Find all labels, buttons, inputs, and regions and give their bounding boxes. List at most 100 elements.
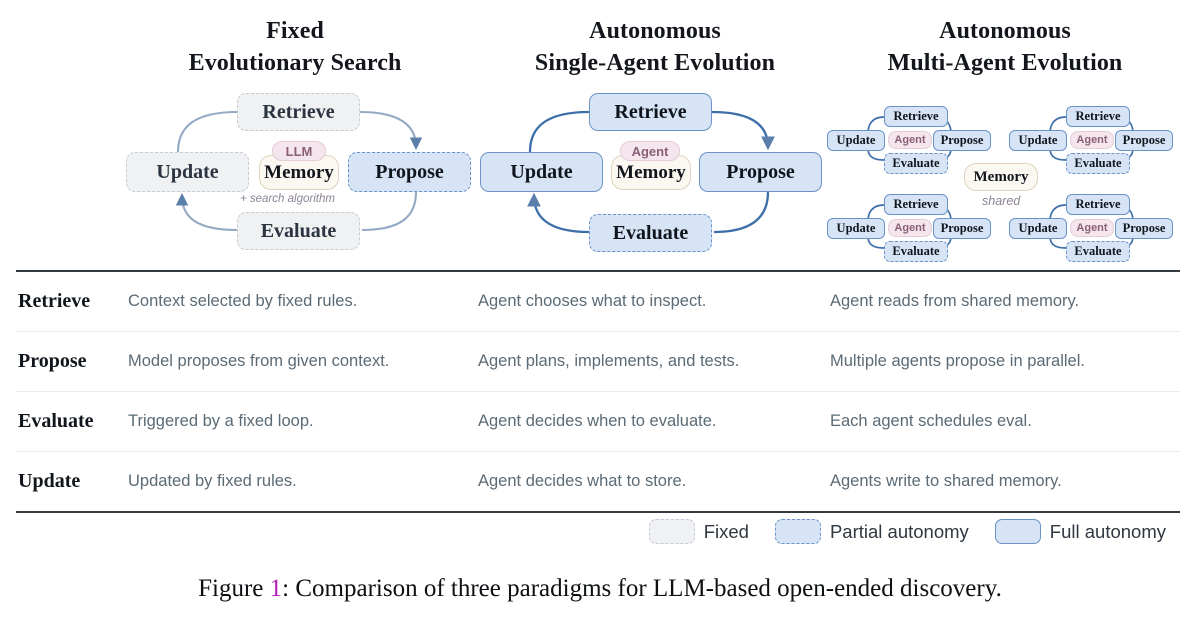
table-row-divider bbox=[16, 391, 1180, 393]
node-multi-c-propose-label: Propose bbox=[940, 221, 984, 235]
cell-update-fixed: Updated by fixed rules. bbox=[128, 472, 297, 491]
node-multi-a-evaluate[interactable]: Evaluate bbox=[884, 153, 948, 174]
cell-evaluate-single: Agent decides when to evaluate. bbox=[478, 412, 717, 431]
node-multi-d-update[interactable]: Update bbox=[1009, 218, 1067, 239]
cell-evaluate-multi: Each agent schedules eval. bbox=[830, 412, 1032, 431]
legend: Fixed Partial autonomy Full autonomy bbox=[0, 519, 1180, 544]
node-multi-b-propose[interactable]: Propose bbox=[1115, 130, 1173, 151]
panel-title-fixed-line1: Fixed bbox=[266, 18, 324, 44]
agent-badge-multi-c[interactable]: Agent bbox=[888, 219, 932, 237]
table-row-divider bbox=[16, 331, 1180, 333]
panel-title-multi-agent: Autonomous Multi-Agent Evolution bbox=[840, 16, 1170, 79]
llm-badge-fixed-label: LLM bbox=[285, 143, 313, 159]
diagram-area: Retrieve Update Propose Evaluate Memory … bbox=[0, 0, 1200, 268]
table-row: Propose Model proposes from given contex… bbox=[16, 332, 1180, 391]
agent-badge-multi-d[interactable]: Agent bbox=[1070, 219, 1114, 237]
node-multi-a-propose-label: Propose bbox=[940, 133, 984, 147]
node-fixed-retrieve[interactable]: Retrieve bbox=[237, 93, 360, 131]
node-single-update[interactable]: Update bbox=[480, 152, 603, 192]
agent-badge-single[interactable]: Agent bbox=[620, 141, 680, 161]
shared-memory-note: shared bbox=[982, 194, 1021, 208]
node-multi-a-retrieve-label: Retrieve bbox=[893, 109, 939, 123]
llm-badge-fixed[interactable]: LLM bbox=[272, 141, 326, 161]
cell-retrieve-fixed: Context selected by fixed rules. bbox=[128, 292, 358, 311]
node-multi-b-evaluate[interactable]: Evaluate bbox=[1066, 153, 1130, 174]
table-bottom-rule bbox=[16, 511, 1180, 514]
node-single-retrieve[interactable]: Retrieve bbox=[589, 93, 712, 131]
node-multi-d-retrieve[interactable]: Retrieve bbox=[1066, 194, 1130, 215]
legend-swatch-partial-autonomy bbox=[774, 519, 821, 544]
panel-title-single-agent: Autonomous Single-Agent Evolution bbox=[490, 16, 820, 79]
row-label-update: Update bbox=[18, 470, 81, 493]
agent-badge-multi-b[interactable]: Agent bbox=[1070, 131, 1114, 149]
node-multi-d-propose[interactable]: Propose bbox=[1115, 218, 1173, 239]
node-multi-b-evaluate-label: Evaluate bbox=[1074, 156, 1122, 170]
node-multi-a-evaluate-label: Evaluate bbox=[892, 156, 940, 170]
node-fixed-propose[interactable]: Propose bbox=[348, 152, 471, 192]
legend-label-partial-autonomy: Partial autonomy bbox=[829, 520, 969, 542]
legend-swatch-fixed bbox=[648, 519, 695, 544]
node-multi-b-retrieve[interactable]: Retrieve bbox=[1066, 106, 1130, 127]
legend-label-full-autonomy: Full autonomy bbox=[1049, 520, 1166, 542]
row-label-propose: Propose bbox=[18, 350, 87, 373]
agent-badge-multi-a[interactable]: Agent bbox=[888, 131, 932, 149]
cell-retrieve-multi: Agent reads from shared memory. bbox=[830, 292, 1080, 311]
caption-figure-number: 1 bbox=[269, 575, 283, 602]
caption-prefix: Figure bbox=[198, 575, 270, 602]
cell-evaluate-fixed: Triggered by a fixed loop. bbox=[128, 412, 314, 431]
node-multi-b-update-label: Update bbox=[1018, 133, 1058, 147]
node-multi-d-evaluate[interactable]: Evaluate bbox=[1066, 241, 1130, 262]
panel-title-fixed: Fixed Evolutionary Search bbox=[135, 16, 455, 79]
table-row: Retrieve Context selected by fixed rules… bbox=[16, 272, 1180, 331]
legend-item-fixed: Fixed bbox=[648, 519, 749, 544]
node-multi-a-update-label: Update bbox=[836, 133, 876, 147]
node-multi-a-retrieve[interactable]: Retrieve bbox=[884, 106, 948, 127]
table-row-divider bbox=[16, 451, 1180, 453]
caption-text: : Comparison of three paradigms for LLM-… bbox=[282, 575, 1002, 602]
memory-box-shared[interactable]: Memory bbox=[964, 163, 1038, 191]
panel-title-single-agent-line1: Autonomous bbox=[589, 18, 721, 44]
node-multi-c-evaluate[interactable]: Evaluate bbox=[884, 241, 948, 262]
node-fixed-update-label: Update bbox=[156, 160, 219, 183]
panel-title-multi-agent-line2: Multi-Agent Evolution bbox=[887, 49, 1123, 76]
row-label-retrieve: Retrieve bbox=[18, 290, 91, 313]
node-multi-a-propose[interactable]: Propose bbox=[933, 130, 991, 151]
panel-title-single-agent-line2: Single-Agent Evolution bbox=[534, 49, 776, 76]
node-multi-b-update[interactable]: Update bbox=[1009, 130, 1067, 151]
node-multi-c-retrieve[interactable]: Retrieve bbox=[884, 194, 948, 215]
node-single-retrieve-label: Retrieve bbox=[614, 100, 687, 123]
cell-update-single: Agent decides what to store. bbox=[478, 472, 687, 491]
table-top-rule bbox=[16, 270, 1180, 273]
node-multi-c-update-label: Update bbox=[836, 221, 876, 235]
node-fixed-evaluate[interactable]: Evaluate bbox=[237, 212, 360, 250]
node-fixed-propose-label: Propose bbox=[375, 160, 444, 183]
table-row: Update Updated by fixed rules. Agent dec… bbox=[16, 452, 1180, 511]
panel-title-multi-agent-line1: Autonomous bbox=[939, 18, 1071, 44]
legend-label-fixed: Fixed bbox=[703, 520, 749, 542]
node-multi-d-update-label: Update bbox=[1018, 221, 1058, 235]
panel-title-fixed-line2: Evolutionary Search bbox=[188, 49, 402, 76]
agent-badge-multi-d-label: Agent bbox=[1076, 222, 1108, 234]
row-label-evaluate: Evaluate bbox=[18, 410, 94, 433]
node-multi-d-retrieve-label: Retrieve bbox=[1075, 197, 1121, 211]
memory-box-single-label: Memory bbox=[616, 161, 686, 183]
figure-caption: Figure 1: Comparison of three paradigms … bbox=[0, 575, 1200, 603]
cell-propose-single: Agent plans, implements, and tests. bbox=[478, 352, 740, 371]
agent-badge-multi-a-label: Agent bbox=[894, 134, 926, 146]
node-single-propose-label: Propose bbox=[726, 160, 795, 183]
node-multi-a-update[interactable]: Update bbox=[827, 130, 885, 151]
node-multi-b-retrieve-label: Retrieve bbox=[1075, 109, 1121, 123]
node-multi-b-propose-label: Propose bbox=[1122, 133, 1166, 147]
memory-box-shared-label: Memory bbox=[973, 168, 1029, 185]
node-multi-c-propose[interactable]: Propose bbox=[933, 218, 991, 239]
node-multi-c-update[interactable]: Update bbox=[827, 218, 885, 239]
node-single-evaluate-label: Evaluate bbox=[612, 221, 689, 244]
node-multi-d-propose-label: Propose bbox=[1122, 221, 1166, 235]
legend-swatch-full-autonomy bbox=[994, 519, 1041, 544]
node-single-evaluate[interactable]: Evaluate bbox=[589, 214, 712, 252]
node-fixed-update[interactable]: Update bbox=[126, 152, 249, 192]
agent-badge-multi-c-label: Agent bbox=[894, 222, 926, 234]
node-single-propose[interactable]: Propose bbox=[699, 152, 822, 192]
node-multi-c-evaluate-label: Evaluate bbox=[892, 244, 940, 258]
table-row: Evaluate Triggered by a fixed loop. Agen… bbox=[16, 392, 1180, 451]
